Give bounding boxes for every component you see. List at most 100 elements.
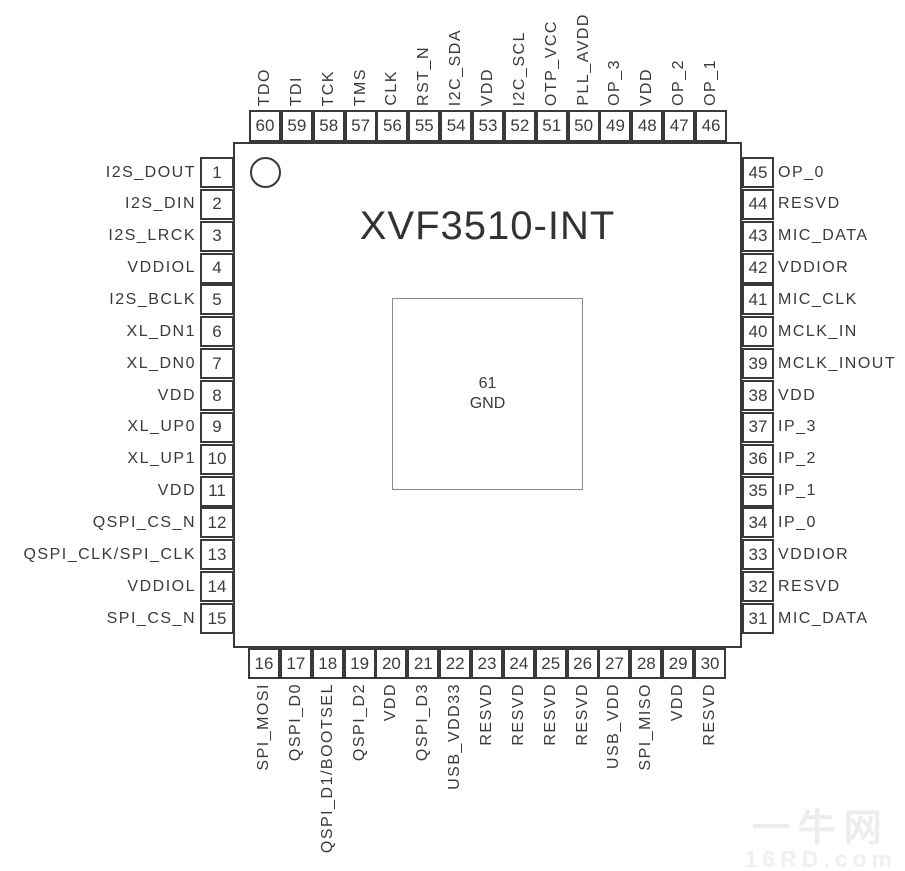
watermark-url-text: 16RD.com [744,846,897,871]
pin-39: 39 [742,348,774,380]
pin-9-label: XL_UP0 [127,418,196,436]
pin-23-label: RESVD [478,683,496,746]
pin-50-label: PLL_AVDD [574,13,592,106]
pin-11-label: VDD [157,482,196,500]
pin-44: 44 [742,188,774,220]
pin-42: 42 [742,252,774,284]
pin-52-label: I2C_SCL [510,30,528,106]
pin-15: 15 [200,603,234,635]
pin-3-label: I2S_LRCK [108,227,196,245]
pin-23: 23 [471,648,504,679]
pin-33: 33 [742,539,774,571]
pin-56-label: CLK [383,70,401,106]
pin-41: 41 [742,284,774,316]
pin-3: 3 [200,220,234,252]
pin-31-label: MIC_DATA [778,609,869,627]
pin-36-label: IP_2 [778,450,817,468]
pin-59: 59 [280,110,313,142]
pin-53-label: VDD [479,67,497,106]
pin-20-label: VDD [382,683,400,722]
pin-13: 13 [200,539,234,571]
pin-1: 1 [200,157,234,188]
chip-title: XVF3510-INT [359,204,616,248]
pin-35-label: IP_1 [778,482,817,500]
pin-8: 8 [200,380,234,412]
pin-11: 11 [200,475,234,507]
pin-47-label: OP_2 [670,59,688,106]
pin-12-label: QSPI_CS_N [92,513,196,531]
pin-49-label: OP_3 [606,59,624,106]
pin-13-label: QSPI_CLK/SPI_CLK [23,545,196,563]
pin-39-label: MCLK_INOUT [778,354,897,372]
pin-21-label: QSPI_D3 [414,683,432,762]
pin-57-label: TMS [351,67,369,106]
center-pad-label: GND [469,395,506,412]
pin-2: 2 [200,188,234,220]
pin-59-label: TDI [287,75,305,106]
pin-51-label: OTP_VCC [542,19,560,106]
pin-49: 49 [599,110,632,142]
pin-33-label: VDDIOR [778,545,850,563]
watermark-logo-text: 一牛网 [751,808,890,850]
pin-54-label: I2C_SDA [447,28,465,106]
pin-7-label: XL_DN0 [126,354,196,372]
pin-5: 5 [200,284,234,316]
pin-28: 28 [630,648,663,679]
pin-45-label: OP_0 [778,163,825,181]
pin-10-label: XL_UP1 [127,450,196,468]
pin-38: 38 [742,380,774,412]
pin-43-label: MIC_DATA [778,227,869,245]
pin-18: 18 [311,648,344,679]
pin-30-label: RESVD [701,683,719,746]
pin-4-label: VDDIOL [127,259,196,277]
pin-55: 55 [408,110,441,142]
pin-31: 31 [742,603,774,635]
pin-14-label: VDDIOL [127,577,196,595]
pin-6: 6 [200,316,234,348]
pin-17-label: QSPI_D0 [286,683,304,762]
pin-22: 22 [439,648,472,679]
pin-26: 26 [566,648,599,679]
pin-53: 53 [472,110,505,142]
pin-38-label: VDD [778,386,817,404]
chip-body [233,142,742,648]
pin-14: 14 [200,571,234,603]
pin-6-label: XL_DN1 [126,322,196,340]
pin-48: 48 [631,110,664,142]
pin-32-label: RESVD [778,577,841,595]
pin-1-label: I2S_DOUT [105,163,196,181]
pin-16-label: SPI_MOSI [255,683,272,771]
pin-47: 47 [663,110,696,142]
pin-26-label: RESVD [573,683,591,746]
pin-22-label: USB_VDD33 [446,683,464,790]
pin-30: 30 [694,648,727,679]
pin-15-label: SPI_CS_N [106,609,196,627]
pin-58: 58 [312,110,345,142]
pin-4: 4 [200,252,234,284]
watermark: 一牛网 16RD.com [744,808,897,871]
pin-7: 7 [200,348,234,380]
pin-56: 56 [376,110,409,142]
pin-8-label: VDD [157,386,196,404]
pin-19: 19 [343,648,376,679]
pin-29: 29 [662,648,695,679]
pin-12: 12 [200,507,234,539]
pin-24: 24 [502,648,535,679]
pin-60-label: TDO [256,67,273,106]
pin-27-label: USB_VDD [605,683,623,770]
pin-55-label: RST_N [415,46,433,106]
pin-45: 45 [742,157,774,188]
pin-50: 50 [567,110,600,142]
pin-34-label: IP_0 [778,513,817,531]
pin-42-label: VDDIOR [778,259,850,277]
pin-20: 20 [375,648,408,679]
pin-28-label: SPI_MISO [637,683,655,771]
pin-58-label: TCK [319,69,337,107]
pin-19-label: QSPI_D2 [350,683,368,762]
pin-40: 40 [742,316,774,348]
pin-34: 34 [742,507,774,539]
pin-21: 21 [407,648,440,679]
pin-2-label: I2S_DIN [125,195,196,213]
pin1-marker-circle [250,157,281,188]
pin-60: 60 [249,110,281,142]
